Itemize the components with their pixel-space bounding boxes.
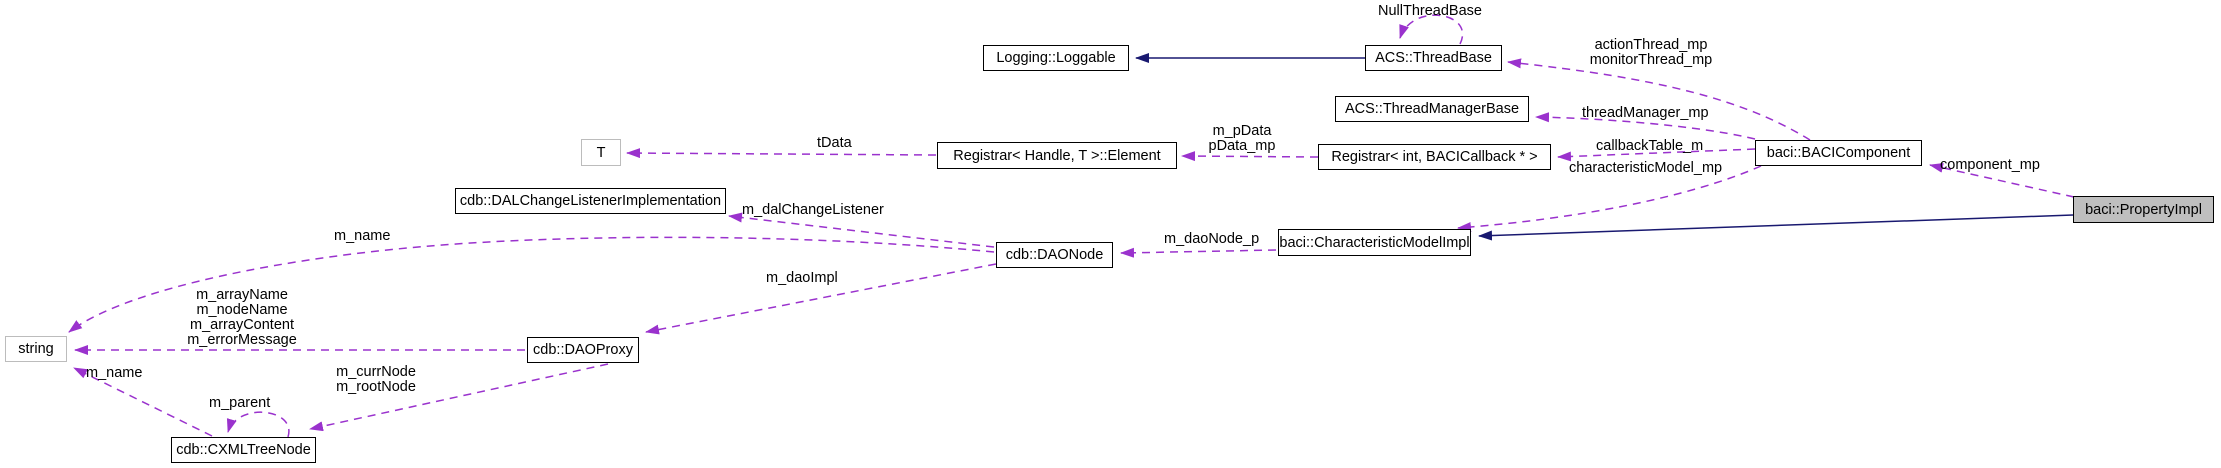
edge-propertyimpl-to-bacicomponent — [1929, 162, 2075, 198]
edge-label-mname-daonode: m_name — [334, 228, 391, 244]
edge-label-component: component_mp — [1940, 157, 2040, 173]
edge-daonode-to-string — [68, 236, 995, 333]
edge-label-daonode-p: m_daoNode_p — [1164, 231, 1260, 247]
edge-label-mname-treenode: m_name — [86, 365, 143, 381]
edge-registrar-int-to-element — [1181, 151, 1319, 162]
node-cdb-cxmltreenode[interactable]: cdb::CXMLTreeNode — [171, 437, 316, 463]
node-registrar-int-bacicallback[interactable]: Registrar< int, BACICallback * > — [1318, 144, 1551, 170]
edge-label-tdata: tData — [817, 135, 852, 151]
edge-label-mparent: m_parent — [209, 395, 271, 411]
edge-characteristicmodelimpl-to-daonode — [1120, 247, 1277, 258]
edge-cxmltreenode-selfloop-mparent — [226, 411, 290, 438]
edge-label-callbacktable: callbackTable_m — [1596, 138, 1704, 154]
node-baci-propertyimpl[interactable]: baci::PropertyImpl — [2073, 196, 2214, 223]
edge-label-actionthread-monitorthread: actionThread_mp monitorThread_mp — [1589, 37, 1713, 68]
edge-label-currnode-rootnode: m_currNode m_rootNode — [336, 364, 416, 395]
edge-daonode-to-dalchangelistener — [728, 212, 995, 248]
node-cdb-daoproxy[interactable]: cdb::DAOProxy — [527, 337, 639, 363]
edge-daoproxy-to-cxmltreenode — [309, 363, 609, 432]
edge-label-string-members: m_arrayName m_nodeName m_arrayContent m_… — [187, 287, 297, 348]
edge-threadbase-selfloop-nullthreadbase — [1399, 14, 1464, 45]
edge-element-to-t — [626, 148, 937, 159]
edge-bacicomponent-to-threadmanagerbase — [1535, 112, 1756, 140]
edge-cxmltreenode-to-string — [73, 367, 213, 437]
edge-label-threadmanager: threadManager_mp — [1582, 105, 1709, 121]
edge-label-daoimpl: m_daoImpl — [766, 270, 838, 286]
edge-label-mpdata-pdata: m_pData pData_mp — [1208, 123, 1276, 154]
node-cdb-dalchangelistenerimplementation[interactable]: cdb::DALChangeListenerImplementation — [455, 188, 726, 214]
edge-propertyimpl-to-characteristicmodelimpl — [1478, 214, 2074, 241]
node-baci-characteristicmodelimpl[interactable]: baci::CharacteristicModelImpl — [1278, 229, 1471, 256]
edge-bacicomponent-to-threadbase — [1507, 58, 1811, 141]
node-cdb-daonode[interactable]: cdb::DAONode — [996, 242, 1113, 268]
edge-label-characteristicmodel: characteristicModel_mp — [1569, 160, 1723, 176]
node-registrar-handle-t-element[interactable]: Registrar< Handle, T >::Element — [937, 142, 1177, 169]
edge-label-dalchangelistener: m_dalChangeListener — [742, 202, 884, 218]
node-string[interactable]: string — [5, 336, 67, 362]
node-acs-threadbase[interactable]: ACS::ThreadBase — [1365, 45, 1502, 71]
node-logging-loggable[interactable]: Logging::Loggable — [983, 45, 1129, 71]
edge-label-nullthreadbase: NullThreadBase — [1378, 3, 1482, 19]
node-baci-bacicomponent[interactable]: baci::BACIComponent — [1755, 140, 1922, 166]
edge-daonode-to-daoproxy — [645, 263, 997, 335]
edge-bacicomponent-to-characteristicmodelimpl — [1457, 165, 1762, 232]
node-acs-threadmanagerbase[interactable]: ACS::ThreadManagerBase — [1335, 96, 1529, 122]
node-t[interactable]: T — [581, 139, 621, 166]
edge-bacicomponent-to-registrar-int — [1557, 148, 1756, 162]
